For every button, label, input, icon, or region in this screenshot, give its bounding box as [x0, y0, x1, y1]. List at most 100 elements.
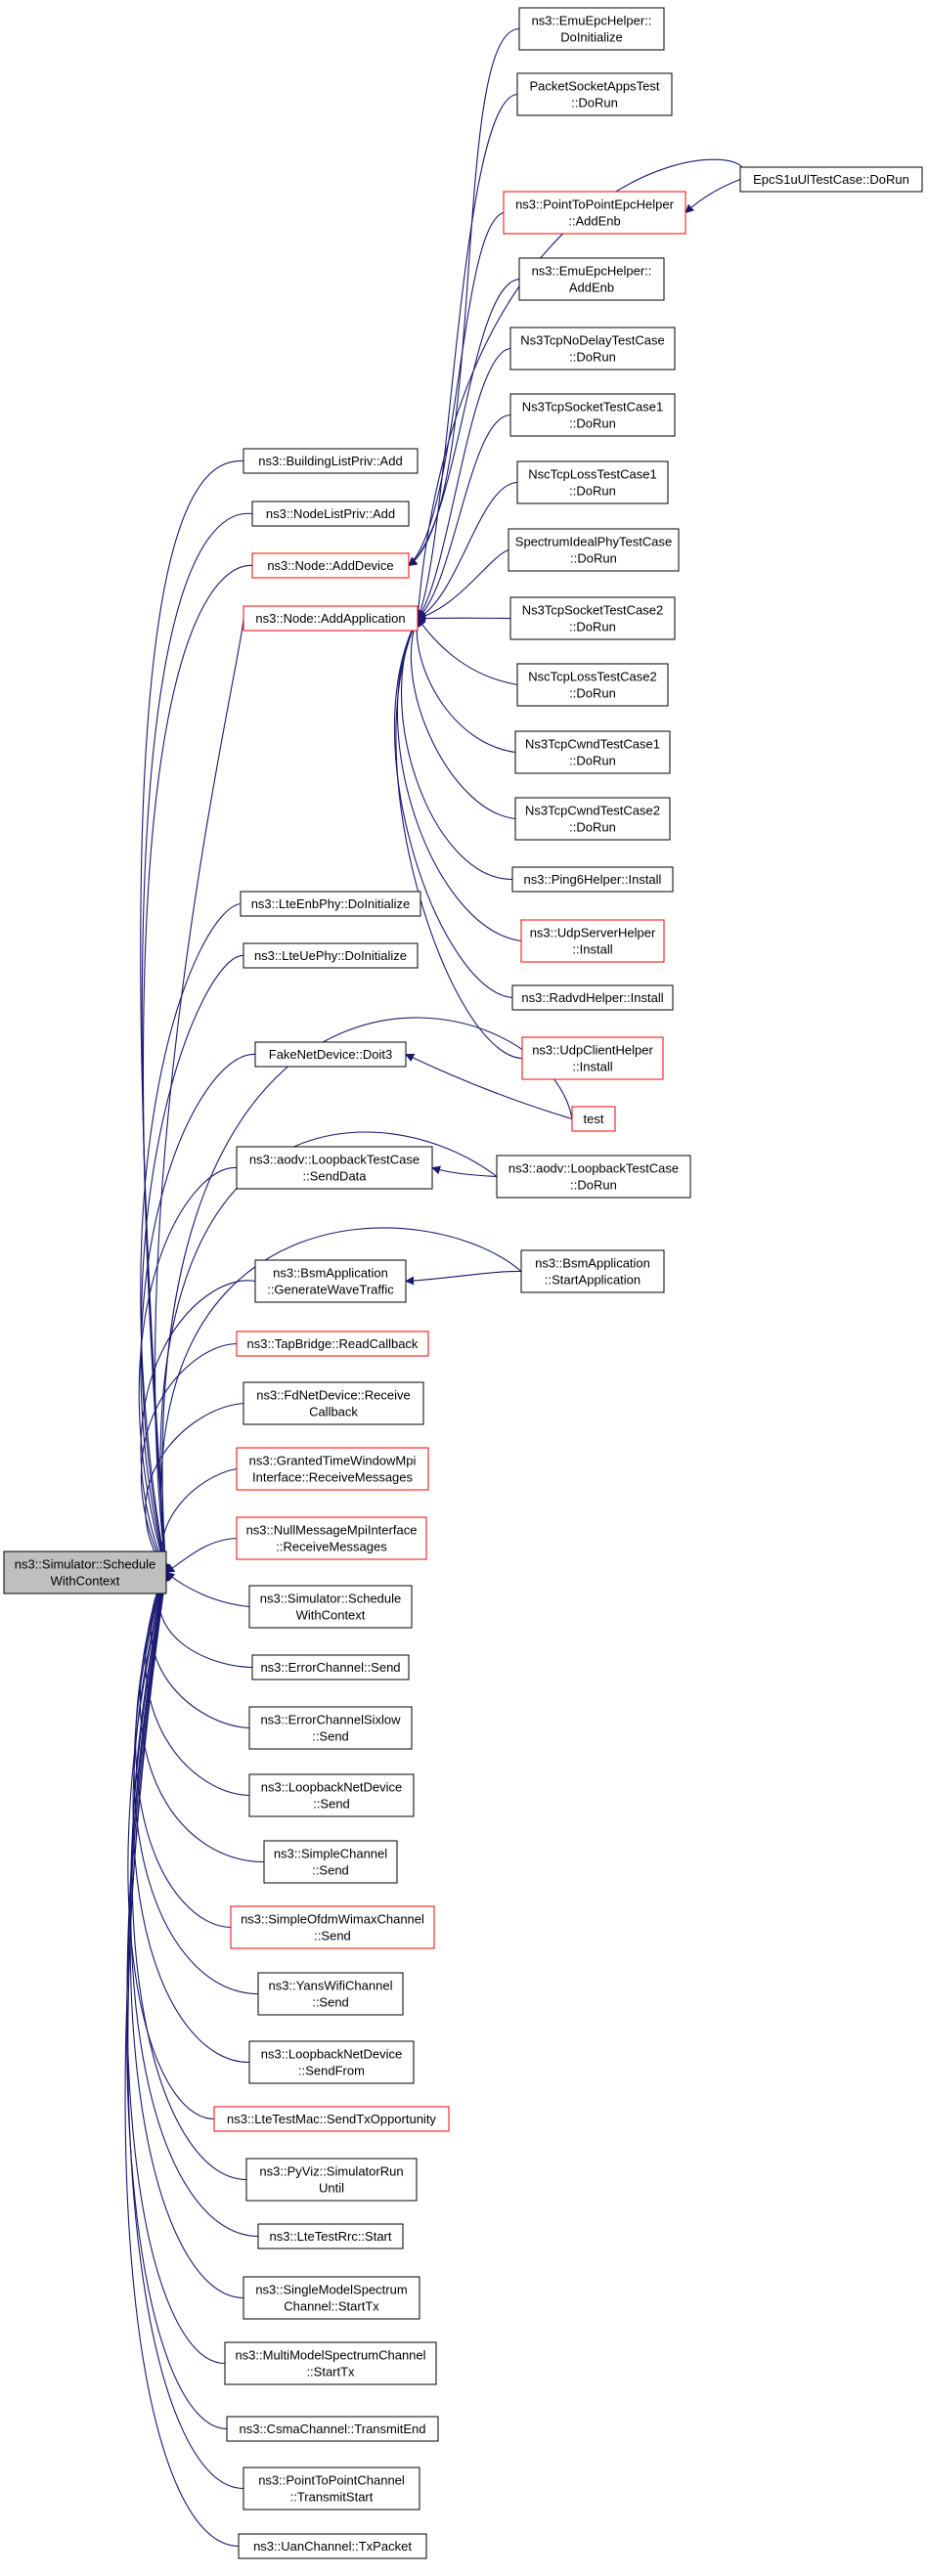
node-fakenetdevice_doit3[interactable]: FakeNetDevice::Doit3	[254, 1041, 407, 1068]
node-label-line: ::TransmitStart	[290, 2490, 374, 2505]
edge-radvd_install-to-node_addapplication	[393, 617, 513, 999]
node-p2pchannel_transmitstart[interactable]: ns3::PointToPointChannel::TransmitStart	[243, 2467, 420, 2511]
node-label-line: ::DoRun	[569, 416, 616, 431]
node-radvd_install[interactable]: ns3::RadvdHelper::Install	[511, 984, 674, 1011]
node-nsctcploss2_dorun[interactable]: NscTcpLossTestCase2::DoRun	[516, 663, 669, 707]
node-spectrumideal_dorun[interactable]: SpectrumIdealPhyTestCase::DoRun	[508, 528, 680, 572]
node-label-line: ::Send	[312, 1995, 349, 2010]
node-lteuephy_doinit[interactable]: ns3::LteUePhy::DoInitialize	[243, 942, 419, 969]
node-box	[248, 2040, 415, 2084]
node-label-line: ::Send	[312, 1729, 349, 1744]
node-yanswifi_send[interactable]: ns3::YansWifiChannel::Send	[257, 1972, 404, 2016]
node-buildinglist_add[interactable]: ns3::BuildingListPriv::Add	[243, 448, 419, 474]
node-nullmessage_receive[interactable]: ns3::NullMessageMpiInterface::ReceiveMes…	[236, 1516, 427, 1560]
node-label-line: Ns3TcpSocketTestCase1	[522, 400, 664, 415]
edge-ns3tcpcwnd2_dorun-to-node_addapplication	[410, 617, 516, 820]
node-box	[224, 2341, 437, 2385]
node-label-line: ::DoRun	[569, 754, 616, 768]
node-multimodel_starttx[interactable]: ns3::MultiModelSpectrumChannel::StartTx	[224, 2341, 437, 2385]
node-label-line: ns3::PointToPointChannel	[258, 2473, 405, 2488]
node-aodv_dorun[interactable]: ns3::aodv::LoopbackTestCase::DoRun	[496, 1155, 691, 1199]
node-box	[238, 2533, 427, 2559]
node-ns3tcpcwnd1_dorun[interactable]: Ns3TcpCwndTestCase1::DoRun	[514, 730, 671, 774]
node-box	[243, 448, 419, 474]
node-box	[243, 605, 419, 632]
node-label-line: ::Install	[572, 1060, 612, 1074]
node-node_adddevice[interactable]: ns3::Node::AddDevice	[251, 552, 410, 579]
node-box	[243, 942, 419, 969]
node-csmachannel_transmitend[interactable]: ns3::CsmaChannel::TransmitEnd	[226, 2416, 439, 2442]
node-simplechannel_send[interactable]: ns3::SimpleChannel::Send	[263, 1840, 398, 1884]
node-ns3tcpsocket2_dorun[interactable]: Ns3TcpSocketTestCase2::DoRun	[509, 596, 676, 640]
node-ltetestmac_sendtx[interactable]: ns3::LteTestMac::SendTxOpportunity	[213, 2106, 450, 2132]
edge-ns3tcpsocket1_dorun-to-node_addapplication	[417, 414, 511, 620]
node-ns3tcpsocket1_dorun[interactable]: Ns3TcpSocketTestCase1::DoRun	[509, 393, 676, 437]
edge-spectrumideal_dorun-to-node_addapplication	[417, 548, 509, 621]
node-errorchannel_send[interactable]: ns3::ErrorChannel::Send	[251, 1654, 410, 1681]
node-label-line: ::DoRun	[571, 96, 618, 110]
node-packetsocketapps_dorun[interactable]: PacketSocketAppsTest::DoRun	[516, 72, 673, 116]
node-nodelist_add[interactable]: ns3::NodeListPriv::Add	[251, 501, 410, 527]
node-loopbacknetdevice_send[interactable]: ns3::LoopbackNetDevice::Send	[248, 1773, 415, 1817]
node-errorchannelsixlow_send[interactable]: ns3::ErrorChannelSixlow::Send	[248, 1706, 413, 1750]
node-label-line: ns3::TapBridge::ReadCallback	[247, 1336, 419, 1351]
node-emuepc_addenb[interactable]: ns3::EmuEpcHelper::AddEnb	[518, 257, 665, 301]
node-label-line: ns3::GrantedTimeWindowMpi	[249, 1454, 417, 1468]
node-box	[571, 1106, 616, 1132]
node-label-line: ::DoRun	[569, 620, 616, 634]
node-lteenbphy_doinit[interactable]: ns3::LteEnbPhy::DoInitialize	[240, 891, 421, 917]
node-ltetestrrc_start[interactable]: ns3::LteTestRrc::Start	[257, 2223, 404, 2249]
edge-test-to-fakenetdevice_doit3	[405, 1053, 573, 1120]
node-label-line: ::StartTx	[306, 2365, 355, 2380]
node-simpleofdmwimax_send[interactable]: ns3::SimpleOfdmWimaxChannel::Send	[230, 1905, 435, 1949]
node-epcs1u_dorun[interactable]: EpcS1uUlTestCase::DoRun	[739, 166, 923, 193]
node-node_addapplication[interactable]: ns3::Node::AddApplication	[243, 605, 419, 632]
node-label-line: ns3::LteTestRrc::Start	[270, 2229, 392, 2244]
node-label-line: WithContext	[296, 1608, 366, 1623]
node-udpserver_install[interactable]: ns3::UdpServerHelper::Install	[520, 919, 665, 963]
edge-simplechannel_send-to-root	[139, 1571, 265, 1863]
node-loopbacknetdevice_sendfrom[interactable]: ns3::LoopbackNetDevice::SendFrom	[248, 2040, 415, 2084]
node-aodv_senddata[interactable]: ns3::aodv::LoopbackTestCase::SendData	[236, 1146, 433, 1190]
node-ns3tcpnodelay_dorun[interactable]: Ns3TcpNoDelayTestCase::DoRun	[509, 327, 676, 371]
edge-pyviz_simulatorrununtil-to-root	[131, 1571, 247, 2181]
node-udpclient_install[interactable]: ns3::UdpClientHelper::Install	[521, 1036, 664, 1080]
edge-ltetestrrc_start-to-root	[130, 1571, 259, 2238]
node-box	[518, 7, 665, 51]
node-box	[263, 1840, 398, 1884]
node-box	[516, 72, 673, 116]
node-p2pepc_addenb[interactable]: ns3::PointToPointEpcHelper::AddEnb	[503, 191, 686, 235]
node-ping6_install[interactable]: ns3::Ping6Helper::Install	[511, 866, 674, 893]
node-grantedtime_receive[interactable]: ns3::GrantedTimeWindowMpiInterface::Rece…	[236, 1447, 429, 1491]
node-box	[230, 1905, 435, 1949]
node-label-line: Until	[319, 2181, 344, 2196]
node-label-line: test	[584, 1112, 604, 1126]
node-label-line: AddEnb	[569, 281, 614, 295]
node-label-line: ns3::Ping6Helper::Install	[524, 872, 662, 887]
edge-aodv_senddata-to-root	[138, 1166, 238, 1574]
edge-ns3tcpcwnd1_dorun-to-node_addapplication	[412, 617, 516, 754]
edge-epcs1u_dorun-to-p2pepc_addenb	[685, 178, 741, 214]
node-bsm_startapplication[interactable]: ns3::BsmApplication::StartApplication	[520, 1249, 665, 1293]
node-label-line: ns3::LteEnbPhy::DoInitialize	[251, 896, 411, 911]
node-bsm_generatewave[interactable]: ns3::BsmApplication::GenerateWaveTraffic	[254, 1259, 407, 1303]
node-box	[509, 393, 676, 437]
edge-p2pepc_addenb-to-node_adddevice	[408, 211, 505, 567]
node-box	[251, 501, 410, 527]
edge-ping6_install-to-node_addapplication	[400, 617, 513, 881]
node-box	[243, 2276, 420, 2320]
node-nsctcploss1_dorun[interactable]: NscTcpLossTestCase1::DoRun	[516, 460, 669, 504]
node-label-line: ns3::BuildingListPriv::Add	[258, 454, 402, 468]
node-label-line: ns3::Node::AddDevice	[267, 558, 393, 573]
node-test[interactable]: test	[571, 1106, 616, 1132]
node-uanchannel_txpacket[interactable]: ns3::UanChannel::TxPacket	[238, 2533, 427, 2559]
edge-singlemodel_starttx-to-root	[129, 1571, 244, 2299]
node-ns3tcpcwnd2_dorun[interactable]: Ns3TcpCwndTestCase2::DoRun	[514, 797, 671, 841]
node-tapbridge_readcallback[interactable]: ns3::TapBridge::ReadCallback	[236, 1331, 429, 1357]
node-emuepc_doinit[interactable]: ns3::EmuEpcHelper::DoInitialize	[518, 7, 665, 51]
